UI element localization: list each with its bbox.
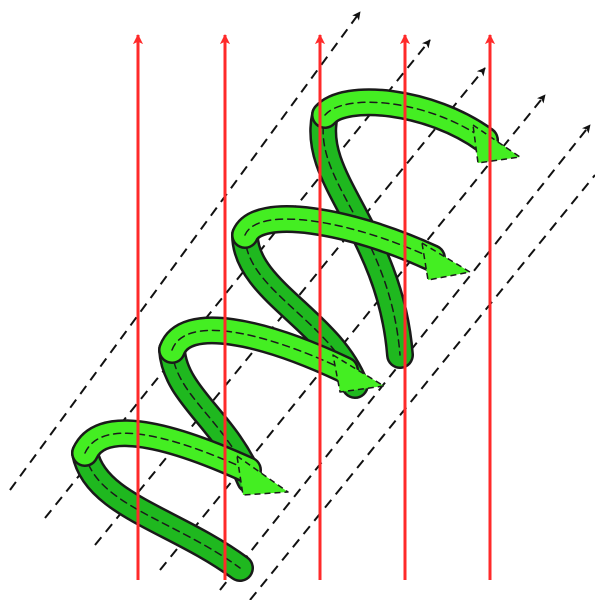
helix-arrowheads <box>236 124 521 496</box>
helix-turn-4 <box>309 101 414 369</box>
helix-arrowhead-2 <box>332 354 385 393</box>
helix-turn-1 <box>71 439 254 582</box>
helix-arrowhead-1 <box>236 455 289 496</box>
helix-arrowhead-4 <box>472 124 521 164</box>
guide-line-1 <box>9 11 361 491</box>
guide-line-6 <box>249 174 595 600</box>
helix-back <box>71 88 499 484</box>
helix-arrowhead-3 <box>421 242 471 281</box>
field-lines <box>132 33 496 580</box>
